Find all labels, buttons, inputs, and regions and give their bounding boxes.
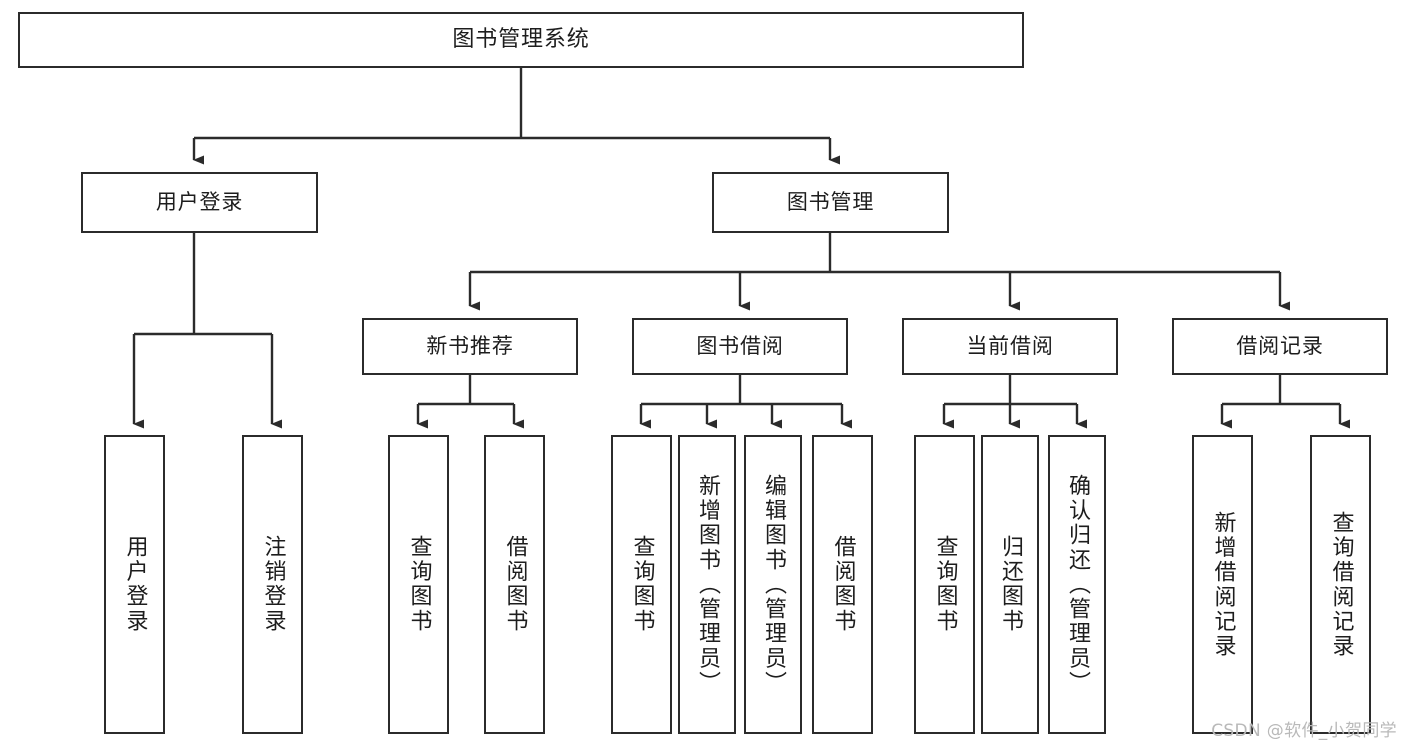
node-label: 借阅图书 xyxy=(502,535,528,634)
node-label: 借阅图书 xyxy=(830,535,856,634)
node-book-management[interactable]: 图书管理 xyxy=(712,172,949,233)
node-label: 图书管理系统 xyxy=(452,27,590,53)
watermark-text: CSDN @软件_小贺同学 xyxy=(1211,721,1397,741)
leaf-current-borrow-return[interactable]: 归还图书 xyxy=(981,435,1039,734)
node-label: 图书管理 xyxy=(786,190,875,215)
leaf-borrow-record-query[interactable]: 查询借阅记录 xyxy=(1310,435,1371,734)
node-label: 查询借阅记录 xyxy=(1328,510,1354,659)
leaf-book-borrow-edit[interactable]: 编辑图书（管理员） xyxy=(744,435,802,734)
leaf-new-book-query[interactable]: 查询图书 xyxy=(388,435,449,734)
node-label: 借阅记录 xyxy=(1236,334,1324,359)
node-root-system[interactable]: 图书管理系统 xyxy=(18,12,1024,68)
leaf-borrow-record-add[interactable]: 新增借阅记录 xyxy=(1192,435,1253,734)
node-label: 归还图书 xyxy=(998,535,1023,634)
leaf-current-borrow-query[interactable]: 查询图书 xyxy=(914,435,975,734)
leaf-new-book-borrow[interactable]: 借阅图书 xyxy=(484,435,545,734)
node-borrow-record[interactable]: 借阅记录 xyxy=(1172,318,1388,375)
node-current-borrow[interactable]: 当前借阅 xyxy=(902,318,1118,375)
leaf-book-borrow-add[interactable]: 新增图书（管理员） xyxy=(678,435,736,734)
node-label: 用户登录 xyxy=(155,190,244,215)
leaf-book-borrow-borrow[interactable]: 借阅图书 xyxy=(812,435,873,734)
leaf-user-login-login[interactable]: 用户登录 xyxy=(104,435,165,734)
node-label: 用户登录 xyxy=(122,535,148,634)
node-label: 查询图书 xyxy=(629,535,655,634)
node-label: 新增借阅记录 xyxy=(1210,510,1236,659)
node-label: 查询图书 xyxy=(406,535,432,634)
node-label: 新增图书（管理员） xyxy=(695,473,720,696)
node-label: 确认归还（管理员） xyxy=(1065,473,1090,696)
node-label: 图书借阅 xyxy=(696,334,784,359)
node-book-borrow[interactable]: 图书借阅 xyxy=(632,318,848,375)
node-label: 新书推荐 xyxy=(426,334,514,359)
leaf-book-borrow-query[interactable]: 查询图书 xyxy=(611,435,672,734)
node-label: 查询图书 xyxy=(932,535,958,634)
leaf-current-borrow-confirm-return[interactable]: 确认归还（管理员） xyxy=(1048,435,1106,734)
node-user-login[interactable]: 用户登录 xyxy=(81,172,318,233)
leaf-user-login-logout[interactable]: 注销登录 xyxy=(242,435,303,734)
node-label: 当前借阅 xyxy=(966,334,1054,359)
node-new-book-recommend[interactable]: 新书推荐 xyxy=(362,318,578,375)
node-label: 注销登录 xyxy=(260,535,286,634)
node-label: 编辑图书（管理员） xyxy=(761,473,786,696)
